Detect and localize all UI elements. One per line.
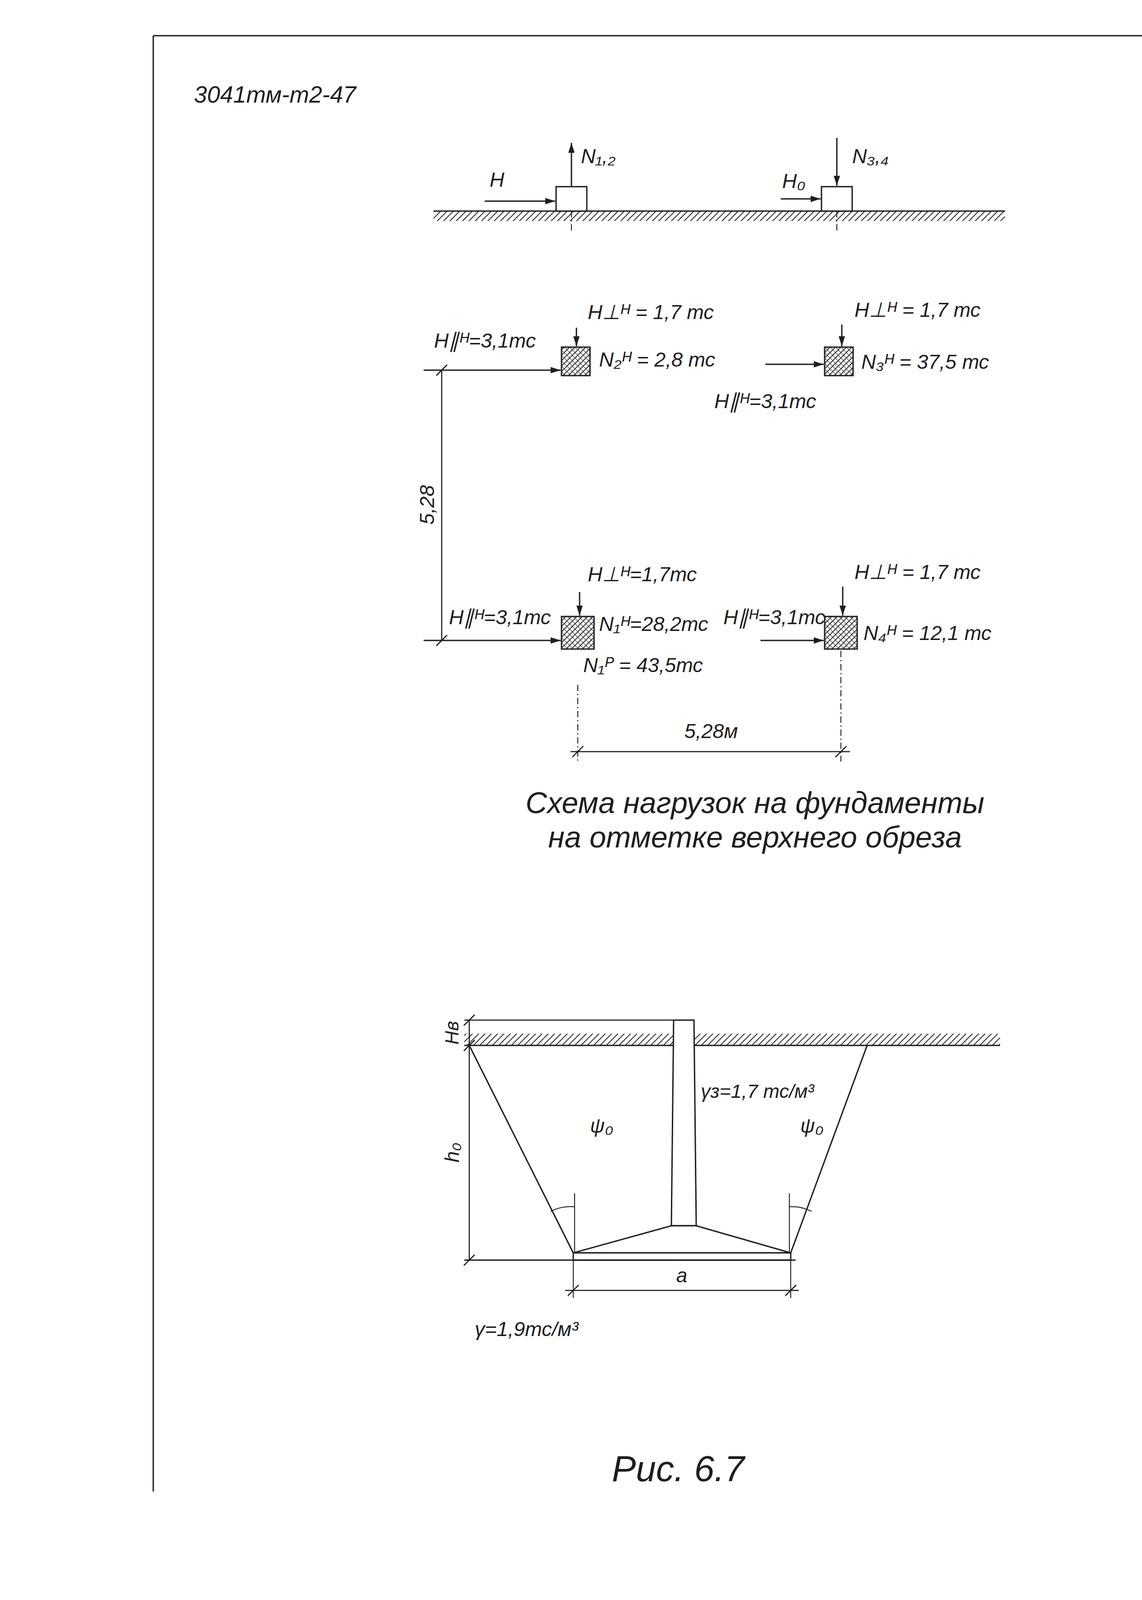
angle-label: ψ₀	[589, 1114, 614, 1138]
force-label: H	[489, 168, 505, 192]
load-value: H⊥ᴴ = 1,7 тс	[854, 560, 981, 585]
dimension-label: 5,28	[415, 485, 439, 525]
load-value: N₁ᴾ = 43,5тс	[583, 653, 704, 678]
force-label: N₃,₄	[852, 144, 889, 169]
load-value: H⊥ᴴ = 1,7 тс	[587, 300, 714, 325]
load-value: H∥ᴴ=3,1тс	[434, 329, 536, 353]
scheme-title: Схема нагрузок на фундаменты на отметке …	[519, 786, 991, 855]
dimension-label: a	[676, 1264, 688, 1288]
dimension-label: h₀	[440, 1142, 464, 1163]
density-label: γ=1,9тс/м³	[474, 1317, 579, 1342]
sheet-frame	[153, 35, 1142, 1492]
load-scheme	[423, 324, 858, 762]
density-label: γз=1,7 тс/м³	[700, 1080, 815, 1103]
figure-caption: Рис. 6.7	[611, 1448, 745, 1491]
load-value: N₄ᴴ = 12,1 тс	[863, 621, 992, 646]
load-value: H∥ᴴ=3,1тс	[448, 605, 551, 630]
top-sketch	[433, 137, 1006, 231]
load-value: H⊥ᴴ = 1,7 тс	[854, 298, 981, 322]
load-value: N₃ᴴ = 37,5 тс	[861, 350, 990, 374]
angle-label: ψ₀	[800, 1114, 824, 1138]
load-value: N₂ᴴ = 2,8 тс	[599, 348, 716, 372]
load-value: H∥ᴴ=3,1тс	[714, 389, 817, 414]
force-label: H₀	[782, 169, 806, 194]
load-value: N₁ᴴ=28,2тс	[599, 612, 708, 637]
dimension-label: 5,28м	[684, 719, 738, 744]
load-value: H⊥ᴴ=1,7тс	[587, 562, 697, 587]
foundation-section	[463, 1014, 1001, 1299]
drawing-code: 3041тм-т2-47	[193, 81, 357, 109]
force-label: N₁,₂	[580, 144, 616, 169]
dimension-label: Hв	[441, 1021, 463, 1045]
load-value: H∥ᴴ=3,1тс	[723, 605, 826, 630]
